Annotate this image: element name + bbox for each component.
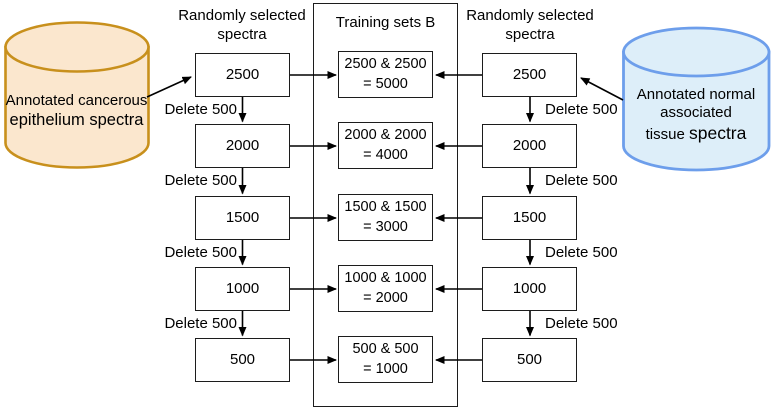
normal-db-cylinder-icon <box>622 26 771 172</box>
left-box-2000: 2000 <box>195 124 290 168</box>
delete-500-label: Delete 500 <box>545 244 618 261</box>
cancerous-db-cylinder-icon <box>4 21 150 169</box>
total-line: = 5000 <box>363 75 408 92</box>
normal-db-label: Annotated normal associated tissue spect… <box>621 86 771 146</box>
sum-line: 1000 & 1000 <box>344 270 427 286</box>
left-box-500: 500 <box>195 338 290 382</box>
cancerous-db-line2: epithelium spectra <box>9 111 144 129</box>
cylinder-top <box>4 21 150 73</box>
right-column-header: Randomly selected spectra <box>455 6 605 44</box>
cylinder-top <box>622 26 771 78</box>
right-box-2000: 2000 <box>482 124 577 168</box>
left-box-2500: 2500 <box>195 53 290 97</box>
training-set-box-3000: 1500 & 1500 = 3000 <box>338 194 433 241</box>
normal-db-line2: associated <box>660 104 732 121</box>
normal-db-line1: Annotated normal <box>636 86 756 103</box>
left-header-line2: spectra <box>217 26 267 43</box>
cylinder-body <box>622 50 771 172</box>
normal-db-line3-large: spectra <box>688 123 747 143</box>
delete-500-label: Delete 500 <box>164 244 237 261</box>
delete-500-label: Delete 500 <box>545 101 618 118</box>
normal-db-line3-small: tissue <box>645 126 689 143</box>
left-header-line1: Randomly selected <box>178 7 306 24</box>
total-line: = 3000 <box>363 218 408 235</box>
delete-500-label: Delete 500 <box>164 315 237 332</box>
training-set-box-1000: 500 & 500 = 1000 <box>338 336 433 383</box>
sum-line: 500 & 500 <box>352 341 419 357</box>
center-column-header: Training sets B <box>335 14 436 31</box>
left-column-header: Randomly selected spectra <box>167 6 317 44</box>
total-line: = 1000 <box>363 360 408 377</box>
normal-db-line3: tissue spectra <box>621 122 771 146</box>
training-set-box-5000: 2500 & 2500 = 5000 <box>338 51 433 98</box>
arrow-cancerous-db-to-2500 <box>146 76 192 98</box>
total-line: = 2000 <box>363 289 408 306</box>
delete-500-label: Delete 500 <box>164 101 237 118</box>
sum-line: 2500 & 2500 <box>344 56 427 72</box>
left-box-1000: 1000 <box>195 267 290 311</box>
cylinder-body <box>4 45 150 169</box>
cancerous-db-label: Annotated cancerous epithelium spectra <box>4 92 149 131</box>
left-box-1500: 1500 <box>195 196 290 240</box>
training-set-box-4000: 2000 & 2000 = 4000 <box>338 122 433 169</box>
right-header-line2: spectra <box>505 26 555 43</box>
training-set-box-2000: 1000 & 1000 = 2000 <box>338 265 433 312</box>
right-box-500: 500 <box>482 338 577 382</box>
total-line: = 4000 <box>363 146 408 163</box>
delete-500-label: Delete 500 <box>164 172 237 189</box>
right-box-2500: 2500 <box>482 53 577 97</box>
cancerous-db-line1: Annotated cancerous <box>5 92 148 109</box>
right-box-1500: 1500 <box>482 196 577 240</box>
delete-500-label: Delete 500 <box>545 315 618 332</box>
training-sets-container <box>313 3 458 407</box>
sum-line: 1500 & 1500 <box>344 199 427 215</box>
right-box-1000: 1000 <box>482 267 577 311</box>
delete-500-label: Delete 500 <box>545 172 618 189</box>
right-header-line1: Randomly selected <box>466 7 594 24</box>
sum-line: 2000 & 2000 <box>344 127 427 143</box>
arrow-normal-db-to-2500 <box>580 77 624 101</box>
